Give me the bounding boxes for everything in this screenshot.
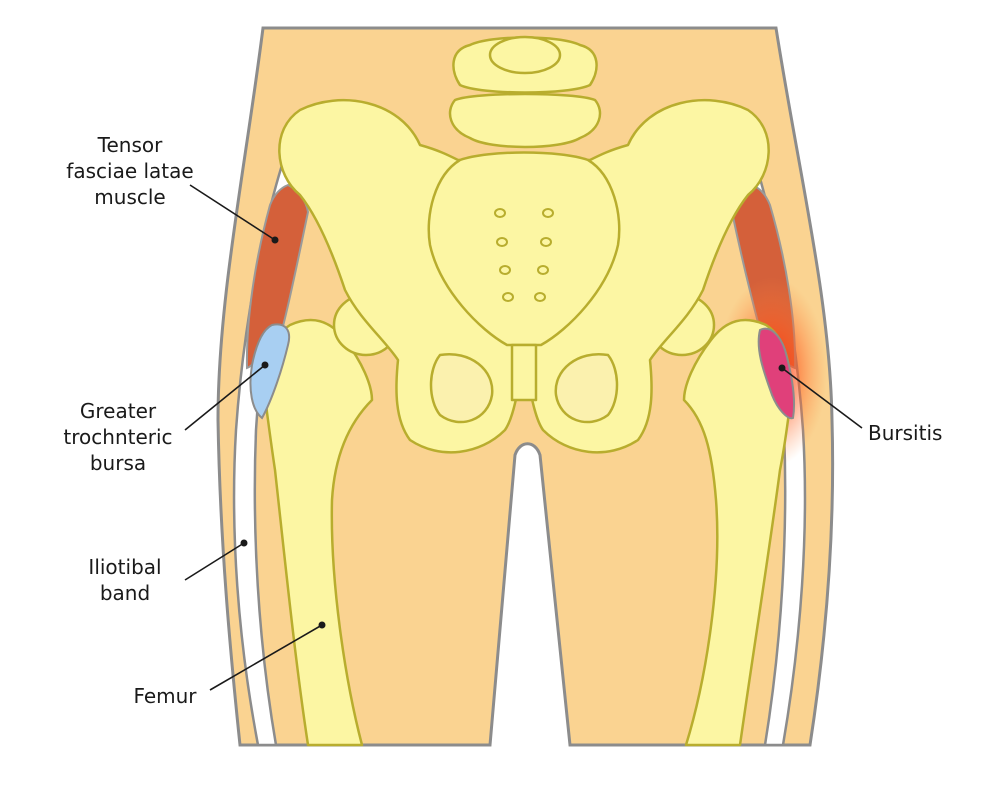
label-bursitis: Bursitis	[868, 421, 942, 445]
label-tensor-line2: fasciae latae	[66, 159, 193, 183]
vertebra-lower	[450, 94, 600, 147]
leader-iliotibial-dot	[241, 540, 248, 547]
vertebral-body	[490, 37, 560, 73]
label-iliotibal-line1: Iliotibal	[88, 555, 161, 579]
label-iliotibal-line2: band	[100, 581, 150, 605]
label-greater-line1: Greater	[80, 399, 157, 423]
label-femur: Femur	[133, 684, 197, 708]
leader-tensor-dot	[272, 237, 279, 244]
label-tensor-line1: Tensor	[97, 133, 163, 157]
label-greater-line2: trochnteric	[63, 425, 172, 449]
leader-femur-dot	[319, 622, 326, 629]
pubic-symphysis	[512, 345, 536, 400]
leader-bursitis-dot	[779, 365, 786, 372]
label-greater-line3: bursa	[90, 451, 146, 475]
leader-greater-bursa-dot	[262, 362, 269, 369]
label-tensor-line3: muscle	[94, 185, 165, 209]
